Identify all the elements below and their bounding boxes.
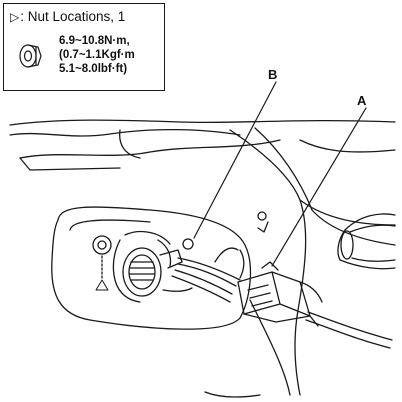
nut-icon — [19, 44, 42, 68]
body-panel — [9, 119, 396, 398]
legend-title: ▷: Nut Locations, 1 — [10, 9, 125, 24]
torque-line: 5.1~8.0lbf·ft) — [59, 63, 128, 75]
wiring-harness — [171, 247, 393, 349]
legend-title-text: : Nut Locations, 1 — [20, 9, 126, 24]
callout-label-b: B — [268, 67, 278, 82]
lamp-housing — [51, 206, 252, 330]
leader-lines — [193, 81, 367, 267]
callout-label-a: A — [357, 93, 367, 108]
torque-spec: 6.9~10.8N·m, (0.7~1.1Kgf·m 5.1~8.0lbf·ft… — [59, 34, 135, 76]
torque-line: (0.7~1.1Kgf·m — [59, 49, 135, 61]
legend-box: ▷: Nut Locations, 1 6.9~10.8N·m, (0.7~1.… — [3, 3, 165, 91]
location-triangle-icon: ▷ — [10, 10, 20, 24]
torque-line: 6.9~10.8N·m, — [59, 35, 130, 47]
